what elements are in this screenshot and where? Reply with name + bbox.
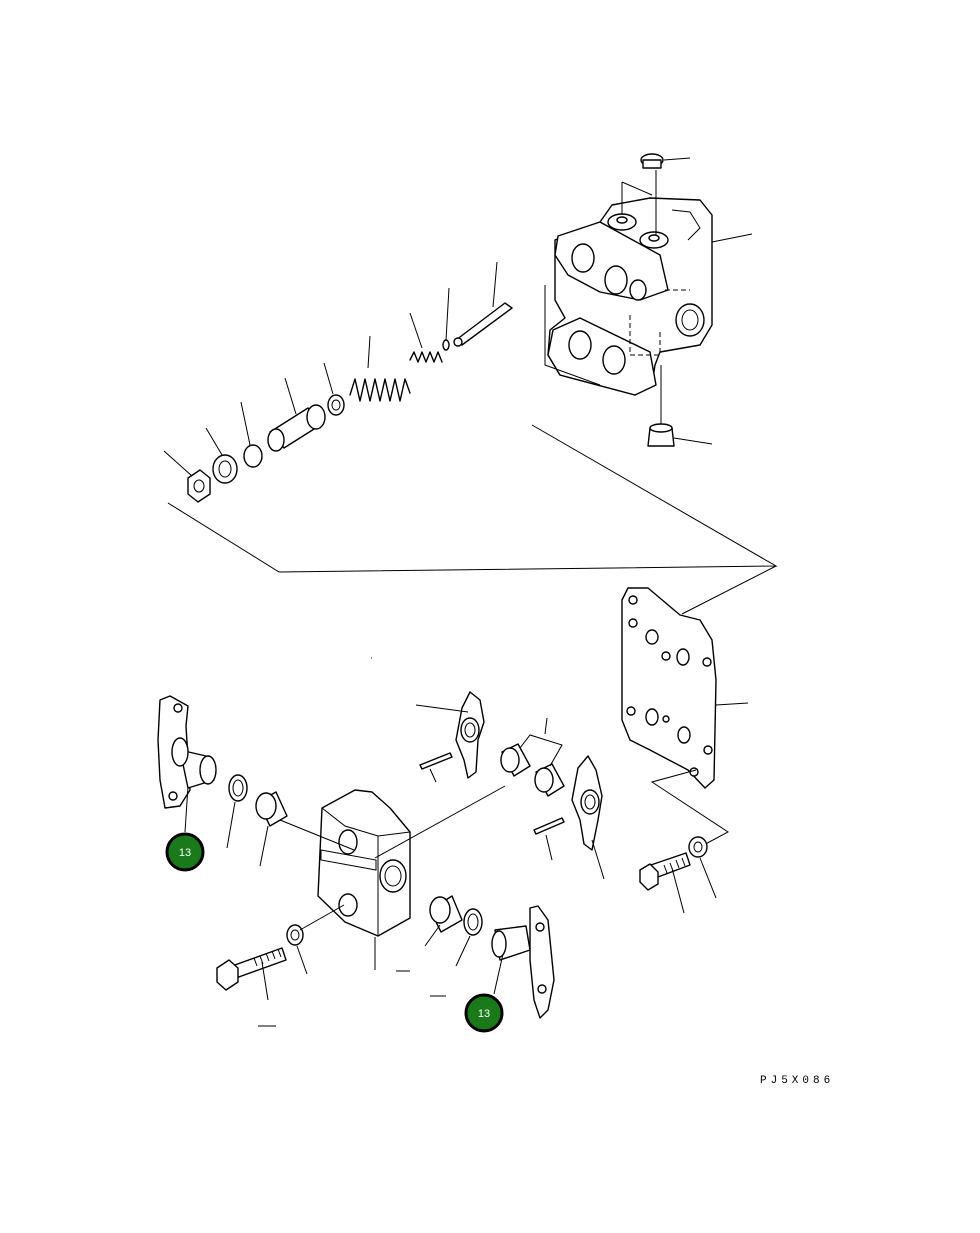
callout-badge-13-left[interactable]: 13: [165, 832, 205, 872]
washer-right: [688, 836, 717, 899]
callout-label: 13: [478, 1008, 490, 1020]
roller-pair: [500, 717, 565, 797]
lever-right: [491, 905, 555, 1019]
drawing-code: PJ5X086: [760, 1075, 834, 1087]
detent-lever-lower: [571, 755, 605, 880]
bushing-left: [255, 791, 288, 867]
gasket-frame-line: [650, 769, 729, 849]
detent-lever-upper: [415, 691, 485, 779]
leader-line: [711, 233, 753, 243]
bolt-axis: [299, 904, 345, 931]
lever-body: [317, 789, 411, 970]
plug-nut: [163, 450, 211, 503]
lever-left: [157, 695, 217, 833]
shaft-axis: [374, 785, 506, 859]
piston: [267, 377, 326, 452]
assembly-boundary: [167, 424, 778, 573]
pin-upper: [419, 752, 453, 783]
pin-lower: [533, 817, 565, 861]
bushing-right: [424, 895, 463, 947]
spool-small-ring: [442, 287, 450, 351]
callout-badge-13-right[interactable]: 13: [464, 993, 504, 1033]
valve-body: [544, 197, 713, 396]
small-spring: [409, 312, 443, 363]
callout-label: 13: [179, 847, 191, 859]
gasket-plate: [621, 587, 749, 789]
leader-line: [681, 565, 777, 615]
bottom-plug: [647, 365, 713, 447]
top-plug: [640, 153, 691, 235]
retainer-nut: [205, 427, 238, 484]
leader-line: [621, 181, 653, 196]
snap-ring-left: [226, 774, 248, 849]
o-ring: [240, 401, 263, 468]
shaft-axis: [279, 819, 355, 851]
large-spring: [349, 335, 411, 402]
washer-left: [286, 924, 308, 975]
spool: [453, 261, 513, 347]
mounting-bolt-right: [639, 852, 691, 914]
snap-ring-right: [455, 908, 483, 967]
spring-seat: [323, 362, 345, 416]
mounting-bolt-left: [216, 947, 287, 1001]
